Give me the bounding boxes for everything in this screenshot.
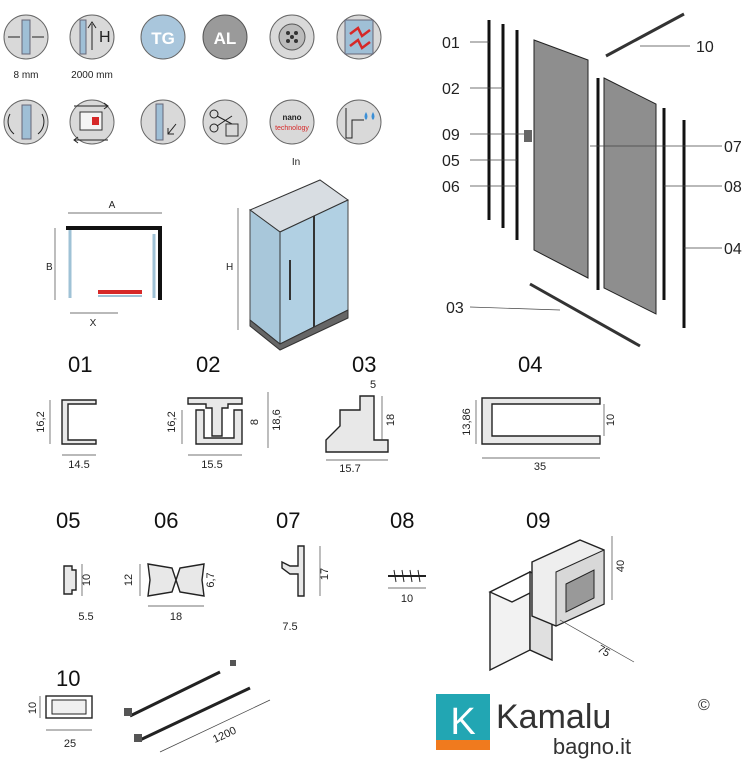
- profile-04-width: 35: [534, 461, 546, 473]
- profile-10-width: 25: [64, 738, 76, 750]
- profile-05-height: 10: [81, 574, 93, 586]
- plan-label-b: B: [46, 262, 53, 273]
- profile-04-height: 13,86: [461, 408, 473, 436]
- anti-limescale-icon: [269, 14, 315, 60]
- profile-04: 04 13,86 10 35: [461, 352, 617, 473]
- profile-02-outer: 18,6: [271, 409, 283, 430]
- profile-02-width: 15.5: [201, 459, 222, 471]
- profile-04-number: 04: [518, 352, 542, 377]
- profile-04-inner: 10: [605, 414, 617, 426]
- exploded-label-04: 04: [724, 241, 742, 258]
- wall-adjustment-icon: [140, 99, 186, 145]
- exploded-label-08: 08: [724, 179, 742, 196]
- exploded-label-05: 05: [442, 153, 460, 170]
- profile-06-number: 06: [154, 508, 178, 533]
- profile-08-width: 10: [401, 593, 413, 605]
- aluminium-icon: AL: [202, 14, 248, 60]
- profile-01-number: 01: [68, 352, 92, 377]
- profile-05: 05 10 5.5: [56, 508, 94, 623]
- height-icon: H: [69, 14, 115, 60]
- profile-03-number: 03: [352, 352, 376, 377]
- profile-03-top: 5: [370, 379, 376, 391]
- logo-k: K: [450, 701, 475, 743]
- profile-05-number: 05: [56, 508, 80, 533]
- profile-03-width: 15.7: [339, 463, 360, 475]
- tempered-glass-glyph: TG: [151, 29, 175, 48]
- aluminium-glyph: AL: [214, 29, 237, 48]
- profile-10-length: 1200: [211, 725, 238, 746]
- profile-10-number: 10: [56, 666, 80, 691]
- profile-06-width: 18: [170, 611, 182, 623]
- profile-03: 03 5 18 15.7: [325, 352, 397, 475]
- exploded-label-09: 09: [442, 127, 460, 144]
- cabin-label-in: In: [292, 157, 300, 168]
- tempered-glass-icon: TG: [140, 14, 186, 60]
- exploded-label-07: 07: [724, 139, 742, 156]
- exploded-label-02: 02: [442, 81, 460, 98]
- kamalu-logo: K Kamalu © bagno.it: [436, 694, 710, 759]
- profile-02-height: 16,2: [166, 411, 178, 432]
- brand-name: Kamalu: [496, 698, 611, 736]
- profile-02-number: 02: [196, 352, 220, 377]
- profile-10-height: 10: [27, 702, 39, 714]
- height-glyph: H: [99, 29, 111, 46]
- glass-thickness-icon: [3, 14, 49, 60]
- profile-10: 10 10 25 1200: [27, 660, 271, 753]
- safety-glass-icon: [336, 14, 382, 60]
- reversible-icon: [3, 99, 49, 145]
- copyright-mark: ©: [698, 697, 710, 714]
- sliding-door-icon: [69, 99, 115, 145]
- nano-technology-icon: nano technology: [269, 99, 315, 145]
- profile-09-width: 75: [595, 643, 612, 660]
- easy-cut-icon: [202, 99, 248, 145]
- profile-02: 02 16,2 8 18,6 15.5: [166, 352, 283, 471]
- profile-06-height: 12: [123, 574, 135, 586]
- plan-label-x: X: [90, 318, 97, 329]
- profile-08: 08 10: [388, 508, 426, 605]
- profile-09: 09 40 75: [488, 508, 635, 672]
- exploded-label-10: 10: [696, 39, 714, 56]
- height-caption: 2000 mm: [71, 70, 113, 81]
- profile-09-height: 40: [615, 560, 627, 572]
- exploded-label-01: 01: [442, 35, 460, 52]
- brand-site: bagno.it: [553, 734, 631, 759]
- profile-05-width: 5.5: [78, 611, 93, 623]
- profile-01-width: 14.5: [68, 459, 89, 471]
- profile-01-height: 16,2: [35, 411, 47, 432]
- profile-07: 07 17 7.5: [276, 508, 331, 633]
- profile-01: 01 16,2 14.5: [35, 352, 97, 471]
- profile-06: 06 12 6,7 18: [123, 508, 217, 623]
- exploded-view: 01 02 09 05 06 03 10 07 08 04: [442, 12, 742, 348]
- plan-label-a: A: [109, 200, 116, 211]
- profile-07-width: 7.5: [282, 621, 297, 633]
- technology-glyph: technology: [275, 125, 309, 132]
- profile-07-height: 17: [319, 568, 331, 580]
- floor-plan: A B X: [46, 200, 162, 329]
- water-drops-icon: [336, 99, 382, 145]
- glass-thickness-caption: 8 mm: [14, 70, 39, 81]
- profile-06-inner: 6,7: [205, 572, 217, 587]
- cabin-3d: In H: [226, 157, 349, 351]
- exploded-label-03: 03: [446, 300, 464, 317]
- cabin-label-h: H: [226, 262, 233, 273]
- nano-glyph: nano: [282, 113, 301, 122]
- profile-03-height: 18: [385, 414, 397, 426]
- exploded-label-06: 06: [442, 179, 460, 196]
- profile-08-number: 08: [390, 508, 414, 533]
- profile-09-number: 09: [526, 508, 550, 533]
- profile-02-inner: 8: [249, 419, 261, 425]
- profile-07-number: 07: [276, 508, 300, 533]
